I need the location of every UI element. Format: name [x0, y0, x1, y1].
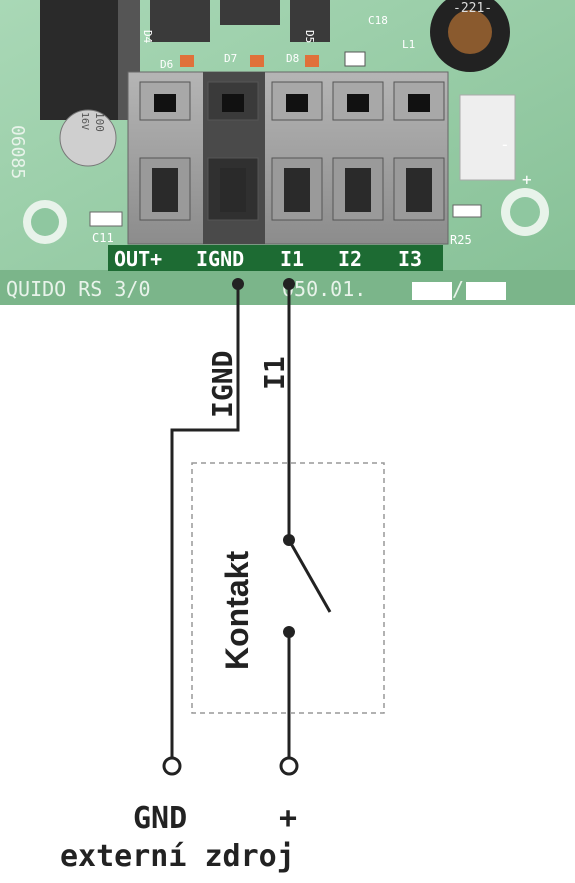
wire-label-ignd: IGND	[206, 351, 239, 418]
board-code: 050.01.	[282, 277, 366, 301]
capacitor-value: 100	[93, 112, 106, 132]
serial-number: 06085	[7, 125, 28, 179]
led-d7	[250, 55, 264, 67]
label-d7: D7	[224, 52, 237, 65]
caption-plus: +	[279, 801, 297, 836]
junction-i1	[283, 278, 295, 290]
relay-component	[40, 0, 120, 120]
chip-2	[220, 0, 280, 25]
code-blank-1	[412, 282, 452, 300]
code-blank-2	[466, 282, 506, 300]
terminal-label-i3: I3	[398, 247, 422, 271]
contact-box	[191, 462, 385, 714]
terminal-release-hole	[347, 94, 369, 112]
wire-ignd	[170, 284, 240, 762]
terminal-wire-entry	[220, 168, 246, 212]
wire-label-i1: I1	[258, 356, 291, 390]
terminal-wire-entry	[152, 168, 178, 212]
led-d8	[305, 55, 319, 67]
terminal-slot-top	[332, 81, 384, 121]
junction-ignd	[232, 278, 244, 290]
terminal-slots	[139, 81, 445, 221]
chip-1	[150, 0, 210, 42]
terminal-plus-open	[279, 756, 299, 776]
svg-text:/: /	[452, 277, 464, 301]
chip-3	[290, 0, 330, 42]
terminal-release-hole	[154, 94, 176, 112]
switch-contact	[283, 626, 295, 638]
terminal-label-i2: I2	[338, 247, 362, 271]
inductor-core	[448, 10, 492, 54]
label-l1: L1	[402, 38, 415, 51]
terminal-label-bar	[108, 245, 443, 271]
terminal-label-ignd: IGND	[196, 247, 244, 271]
smd-c11	[89, 211, 123, 227]
contact-label: Kontakt	[219, 551, 255, 670]
label-plus: +	[522, 170, 532, 189]
label-d8: D8	[286, 52, 299, 65]
capacitor	[59, 109, 117, 167]
terminal-wire-entry	[284, 168, 310, 212]
caption-gnd: GND	[133, 801, 187, 836]
smd-r25	[452, 204, 482, 218]
capacitor-voltage: 16V	[79, 112, 90, 130]
terminal-label-i1: I1	[280, 247, 304, 271]
label-d5: D5	[303, 30, 316, 43]
ic-label: -221-	[453, 1, 492, 16]
switch-lever	[287, 539, 332, 613]
label-d4: D4	[141, 30, 154, 44]
terminal-label-out: OUT+	[114, 247, 162, 271]
terminal-wire-entry	[345, 168, 371, 212]
switch-pivot	[283, 534, 295, 546]
terminal-release-hole	[408, 94, 430, 112]
led-d6	[180, 55, 194, 67]
terminal-release-hole	[286, 94, 308, 112]
wires	[170, 284, 332, 762]
terminal-wire-entry	[406, 168, 432, 212]
label-c18: C18	[368, 14, 388, 27]
label-c11: C11	[92, 231, 114, 245]
label-minus: -	[500, 135, 510, 154]
label-r25: R25	[450, 233, 472, 247]
terminal-gnd-open	[162, 756, 182, 776]
right-connector	[459, 94, 516, 181]
terminal-block	[127, 71, 449, 245]
caption-external-source: externí zdroj	[60, 839, 295, 874]
label-d6: D6	[160, 58, 173, 71]
smd-component	[344, 51, 366, 67]
board-name: QUIDO RS 3/0	[6, 277, 151, 301]
terminal-release-hole	[222, 94, 244, 112]
